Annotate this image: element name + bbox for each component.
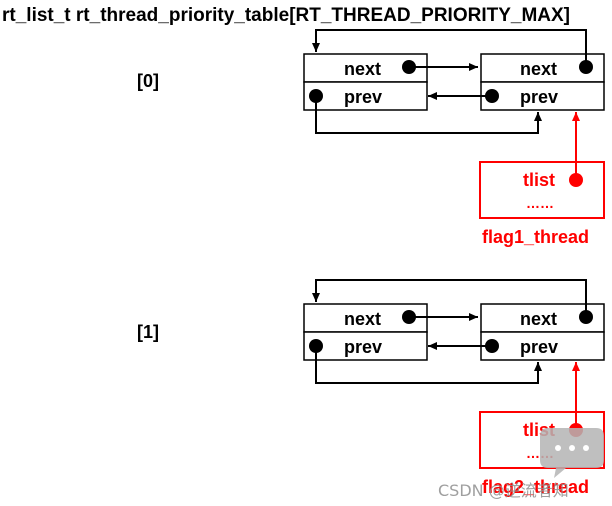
- thread-name-0: flag1_thread: [482, 227, 589, 247]
- next-label: next: [520, 59, 557, 79]
- thread-name-1: flag2_thread: [482, 477, 589, 497]
- wrap-next-arrow: [312, 29, 587, 67]
- watermark-text: CSDN @逆流者知: [438, 481, 569, 500]
- prev-label: prev: [344, 337, 382, 357]
- prev-label: prev: [344, 87, 382, 107]
- chat-bubble-icon: [540, 428, 604, 478]
- csdn-watermark: CSDN @逆流者知: [438, 428, 604, 500]
- priority-row-1: [1] next prev next prev tlist ……: [137, 279, 605, 497]
- prev-label: prev: [520, 337, 558, 357]
- next-label: next: [520, 309, 557, 329]
- next-label: next: [344, 309, 381, 329]
- table-title: rt_list_t rt_thread_priority_table[RT_TH…: [2, 5, 570, 26]
- prev-label: prev: [520, 87, 558, 107]
- index-label-0: [0]: [137, 71, 159, 91]
- list-node-left-1: next prev: [303, 303, 428, 361]
- wrap-next-arrow: [312, 279, 587, 317]
- wrap-prev-arrow: [315, 346, 542, 384]
- tlist-label: tlist: [523, 170, 555, 190]
- priority-row-0: [0] next prev next prev tlist ……: [137, 29, 605, 247]
- wrap-prev-arrow: [315, 96, 542, 134]
- next-label: next: [344, 59, 381, 79]
- thread-box-0: tlist ……: [479, 112, 605, 219]
- thread-ellipsis: ……: [526, 195, 554, 211]
- list-node-right-1: next prev: [480, 303, 605, 361]
- index-label-1: [1]: [137, 322, 159, 342]
- list-node-right-0: next prev: [480, 53, 605, 111]
- list-node-left-0: next prev: [303, 53, 428, 111]
